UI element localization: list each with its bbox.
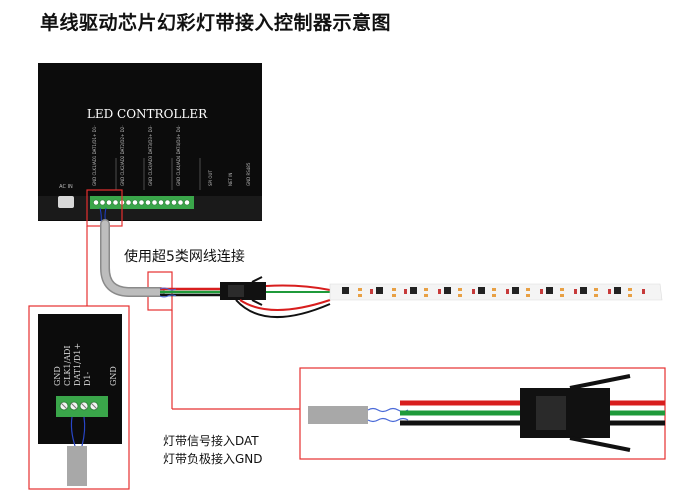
zoom-label-gnd2: GND	[109, 366, 118, 386]
zoom-label-gnd: GND	[53, 366, 62, 386]
net-in-label: NET IN	[228, 173, 233, 186]
port-3-label: GND CLK3/AD3 DAT3/D3+ D3-	[148, 125, 153, 186]
zoom-terminal-box	[28, 305, 130, 490]
diagram-title: 单线驱动芯片幻彩灯带接入控制器示意图	[40, 12, 392, 34]
zoom-connector-closeup	[308, 374, 665, 452]
spi-out-label: SPI OUT	[208, 170, 213, 186]
note-signal: 灯带信号接入DAT	[163, 434, 259, 448]
zoom-terminal-closeup: GND CLK1/ADI DAT1/D1+ D1- GND	[38, 314, 122, 486]
power-socket-icon	[58, 196, 74, 208]
rs485-label: GND RS485	[246, 162, 251, 186]
note-ground: 灯带负极接入GND	[163, 452, 263, 466]
controller-name: LED CONTROLLER	[87, 107, 208, 121]
led-controller: LED CONTROLLER AC IN GND CLK1/AD1 DAT1/D…	[38, 63, 262, 225]
zoom-label-clk: CLK1/ADI	[63, 345, 72, 386]
port-1-label: GND CLK1/AD1 DAT1/D1+ D1-	[92, 125, 97, 186]
cable-label: 使用超5类网线连接	[124, 249, 245, 265]
strip-connector	[220, 276, 266, 306]
zoom-label-dat: DAT1/D1+	[73, 343, 82, 386]
port-2-label: GND CLK2/AD2 DAT2/D2+ D2-	[120, 125, 125, 186]
power-label: AC IN	[59, 184, 73, 190]
led-strip	[329, 283, 663, 301]
port-4-label: GND CLK4/AD4 DAT4/D4+ D4-	[176, 125, 181, 186]
zoom-label-d-minus: D1-	[83, 371, 92, 386]
